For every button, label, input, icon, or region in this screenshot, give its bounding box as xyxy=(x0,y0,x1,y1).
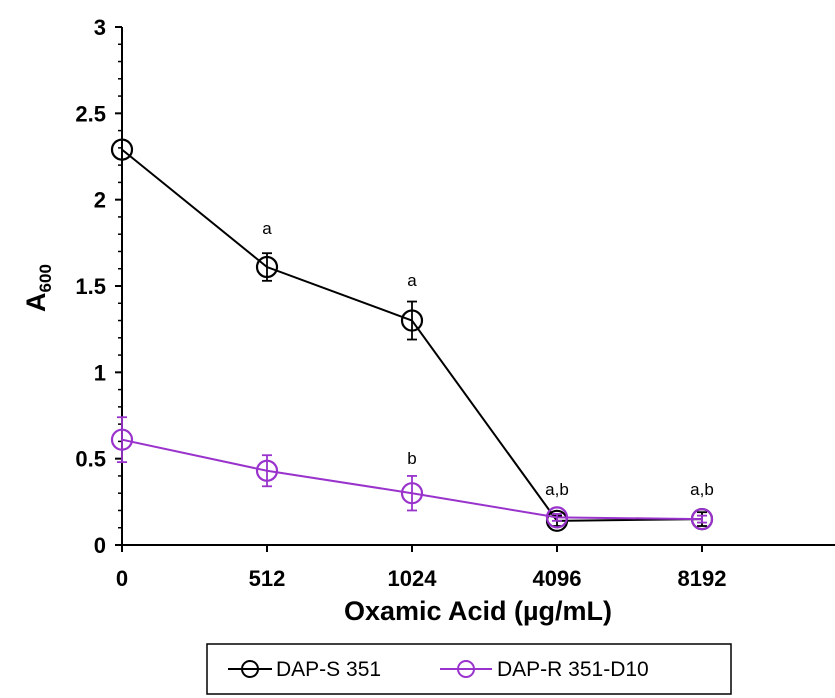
legend-item-dap-r: DAP-R 351-D10 xyxy=(440,658,649,681)
legend: DAP-S 351 DAP-R 351-D10 xyxy=(206,643,732,695)
data-point xyxy=(400,309,424,332)
y-tick-label: 1.5 xyxy=(75,274,106,299)
legend-label-dap-r: DAP-R 351-D10 xyxy=(497,658,649,681)
x-axis-title: Oxamic Acid (µg/mL) xyxy=(344,596,612,626)
legend-marker-dap-r xyxy=(457,660,475,678)
x-tick-label: 0 xyxy=(116,566,128,591)
significance-label: a,b xyxy=(545,480,569,499)
significance-label: b xyxy=(407,449,416,468)
legend-item-dap-s: DAP-S 351 xyxy=(228,658,381,681)
data-point xyxy=(255,255,279,279)
data-point xyxy=(110,428,134,451)
data-point xyxy=(690,507,714,531)
y-axis-title: A600 xyxy=(21,264,55,312)
data-point xyxy=(545,506,569,529)
data-point xyxy=(110,138,134,161)
x-tick-label: 1024 xyxy=(388,566,438,591)
y-tick-label: 0 xyxy=(94,533,106,558)
y-tick-label: 3 xyxy=(94,15,106,40)
series-dap-r-351-d10 xyxy=(110,416,714,531)
x-tick-label: 4096 xyxy=(533,566,582,591)
y-axis-title-sub: 600 xyxy=(36,264,55,292)
y-tick-label: 0.5 xyxy=(75,447,106,472)
data-point xyxy=(255,459,279,482)
series-dap-s-351 xyxy=(110,138,714,532)
significance-label: a xyxy=(407,271,417,290)
significance-label: a xyxy=(262,219,272,238)
y-axis: 0 0.5 1 1.5 2 2.5 3 xyxy=(75,15,123,558)
y-axis-title-main: A xyxy=(21,292,51,312)
svg-text:A600: A600 xyxy=(21,264,55,312)
legend-label-dap-s: DAP-S 351 xyxy=(276,658,381,681)
y-tick-label: 2 xyxy=(94,188,106,213)
significance-label: a,b xyxy=(690,480,714,499)
y-tick-label: 1 xyxy=(94,360,106,385)
x-tick-label: 8192 xyxy=(678,566,727,591)
series-layer xyxy=(110,138,714,532)
y-tick-label: 2.5 xyxy=(75,101,106,126)
legend-marker-dap-s xyxy=(241,660,259,678)
annotation-layer: a a b a,b a,b xyxy=(262,219,714,499)
x-axis: 0 512 1024 4096 8192 xyxy=(116,544,835,591)
x-tick-label: 512 xyxy=(249,566,286,591)
data-point xyxy=(400,482,424,505)
